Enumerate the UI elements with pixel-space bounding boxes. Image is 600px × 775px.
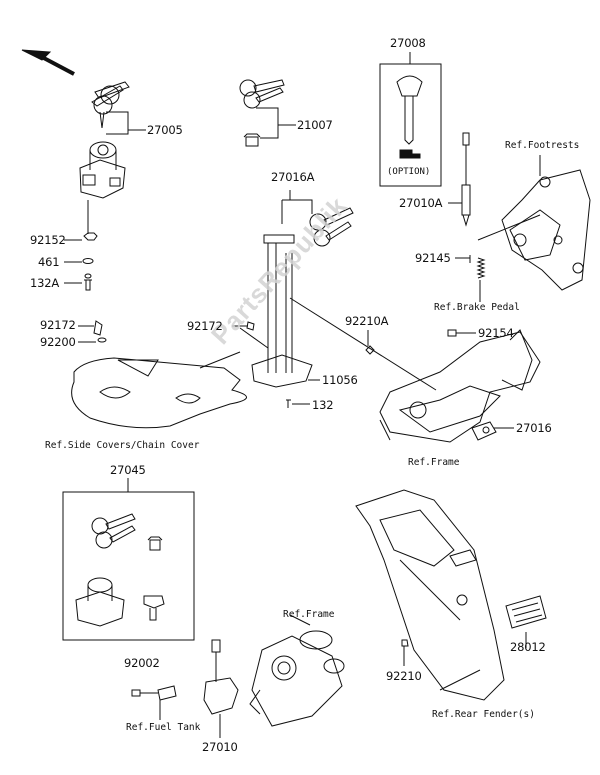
screw-92210 [401, 639, 409, 647]
part-number-27016a: 27016A [271, 170, 315, 184]
nut-92152 [83, 232, 98, 241]
part-number-92154: 92154 [478, 326, 514, 340]
part-number-92210: 92210 [386, 669, 422, 683]
ref-fuel-tank: Ref.Fuel Tank [126, 722, 201, 733]
ref-side-covers: Ref.Side Covers/Chain Cover [45, 440, 200, 451]
part-number-132a: 132A [30, 276, 60, 290]
lock-kit-box-27045 [62, 491, 195, 641]
part-number-21007: 21007 [297, 118, 333, 132]
part-number-461: 461 [38, 255, 60, 269]
part-number-92200: 92200 [40, 335, 76, 349]
footrest-bracket [501, 169, 591, 291]
ref-brake-pedal: Ref.Brake Pedal [434, 302, 520, 313]
part-number-27008: 27008 [390, 36, 426, 50]
lock-unit-11056 [251, 354, 313, 388]
bolt-92002 [131, 689, 141, 697]
ref-rear-fender: Ref.Rear Fender(s) [432, 709, 535, 720]
sensor-27016 [471, 421, 497, 441]
washer-132a [84, 273, 92, 279]
ignition-switch-27005 [79, 141, 126, 199]
switch-27010 [203, 639, 239, 715]
washer-461 [82, 258, 94, 264]
ignition-keys-27005 [91, 81, 130, 129]
spring-92145 [469, 255, 486, 279]
part-number-92145: 92145 [415, 251, 451, 265]
part-number-27045: 27045 [110, 463, 146, 477]
part-number-28012: 28012 [510, 640, 546, 654]
part-number-11056: 11056 [322, 373, 358, 387]
brake-switch-27010a [461, 132, 471, 227]
part-number-27005: 27005 [147, 123, 183, 137]
option-label: (OPTION) [387, 167, 431, 177]
part-number-92002: 92002 [124, 656, 160, 670]
side-cover [71, 351, 247, 429]
part-number-92172-center: 92172 [187, 319, 223, 333]
part-number-132: 132 [312, 398, 334, 412]
rear-fender [355, 489, 505, 701]
arrow-up-left-icon [21, 49, 75, 76]
part-number-92152: 92152 [30, 233, 66, 247]
part-number-27010a: 27010A [399, 196, 443, 210]
bolt-92172 [93, 320, 103, 336]
screw-92210a [365, 345, 375, 355]
grommet-92200 [97, 337, 107, 343]
ref-frame-right: Ref.Frame [408, 457, 460, 468]
frame-subassembly [379, 329, 541, 443]
part-number-27016: 27016 [516, 421, 552, 435]
part-number-92210a: 92210A [345, 314, 389, 328]
sensor-bracket-27016a [263, 234, 295, 373]
keys-21007 [239, 79, 285, 109]
keys-27016a [309, 207, 354, 247]
part-number-27010: 27010 [202, 740, 238, 754]
fuel-tank-lock [249, 630, 345, 727]
part-number-92172-left: 92172 [40, 318, 76, 332]
ref-footrests: Ref.Footrests [505, 140, 580, 151]
ref-frame-bottom: Ref.Frame [283, 609, 335, 620]
reflector-28012 [505, 595, 547, 629]
bolt-92154 [447, 329, 457, 337]
lock-cylinder-21007 [243, 133, 261, 147]
